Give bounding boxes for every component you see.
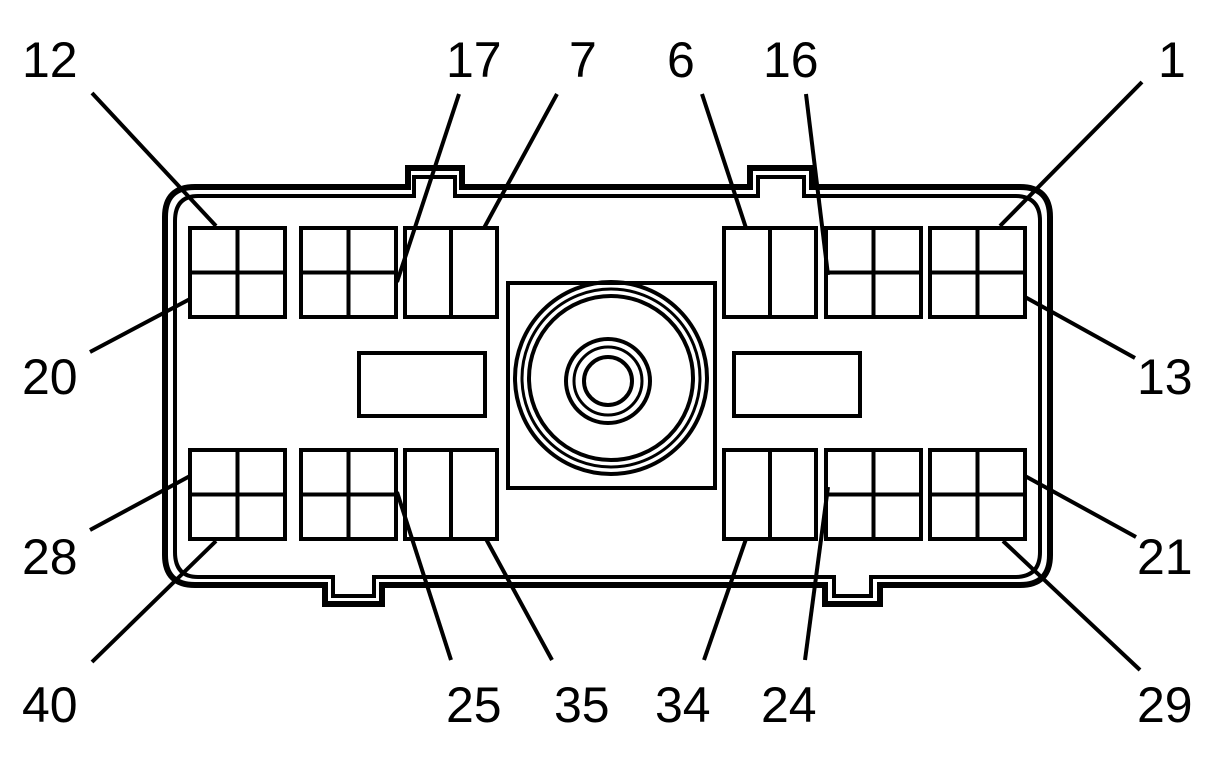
cavity-block-quad bbox=[824, 448, 923, 541]
slot-right bbox=[732, 351, 862, 418]
pin-label-40: 40 bbox=[22, 677, 78, 733]
cavity-block-quad bbox=[299, 226, 398, 319]
leader-6 bbox=[700, 93, 748, 229]
pin-label-16: 16 bbox=[763, 32, 819, 88]
pin-label-35: 35 bbox=[554, 677, 610, 733]
leader-29 bbox=[1001, 539, 1142, 672]
pin-label-28: 28 bbox=[22, 529, 78, 585]
pin-label-34: 34 bbox=[655, 677, 711, 733]
cavity-block-quad bbox=[299, 448, 398, 541]
cavity-block-quad bbox=[928, 448, 1027, 541]
housing-inner-outline bbox=[173, 175, 1042, 598]
pin-label-1: 1 bbox=[1158, 32, 1186, 88]
housing-outer-outline bbox=[162, 165, 1053, 607]
cavity-block-quad bbox=[188, 448, 287, 541]
pin-label-17: 17 bbox=[446, 32, 502, 88]
leader-35 bbox=[484, 538, 554, 661]
pin-label-13: 13 bbox=[1137, 349, 1193, 405]
leader-lines bbox=[89, 80, 1144, 672]
pin-label-7: 7 bbox=[569, 32, 597, 88]
leader-25 bbox=[395, 491, 453, 661]
cavity-blocks-top bbox=[188, 226, 1027, 319]
pin-label-6: 6 bbox=[667, 32, 695, 88]
leader-24 bbox=[803, 486, 830, 661]
cavity-blocks-bottom bbox=[188, 448, 1027, 541]
center-bolt bbox=[506, 280, 717, 490]
leader-34 bbox=[702, 538, 748, 661]
leader-40 bbox=[90, 539, 218, 664]
leader-20 bbox=[89, 297, 191, 354]
leader-13 bbox=[1024, 295, 1136, 360]
leader-28 bbox=[89, 474, 191, 532]
pin-label-25: 25 bbox=[446, 677, 502, 733]
leader-16 bbox=[804, 93, 830, 276]
pin-label-21: 21 bbox=[1137, 529, 1193, 585]
slot-left bbox=[357, 351, 487, 418]
cavity-block-quad bbox=[824, 226, 923, 319]
cavity-block-double bbox=[722, 448, 818, 541]
leader-7 bbox=[482, 93, 559, 229]
pin-label-20: 20 bbox=[22, 349, 78, 405]
cavity-block-double bbox=[722, 226, 818, 319]
cavity-block-double bbox=[403, 226, 499, 319]
connector-housing bbox=[162, 165, 1053, 607]
leader-21 bbox=[1024, 474, 1137, 539]
pin-label-24: 24 bbox=[761, 677, 817, 733]
leader-1 bbox=[998, 80, 1144, 228]
cavity-block-quad bbox=[188, 226, 287, 319]
pin-labels: 12 17 7 6 16 1 20 13 28 21 40 25 35 34 2… bbox=[22, 32, 1193, 733]
cavity-block-quad bbox=[928, 226, 1027, 319]
leader-12 bbox=[90, 91, 218, 228]
pin-label-29: 29 bbox=[1137, 677, 1193, 733]
pin-label-12: 12 bbox=[22, 32, 78, 88]
cavity-block-double bbox=[403, 448, 499, 541]
side-slots bbox=[357, 351, 862, 418]
leader-17 bbox=[395, 93, 461, 283]
